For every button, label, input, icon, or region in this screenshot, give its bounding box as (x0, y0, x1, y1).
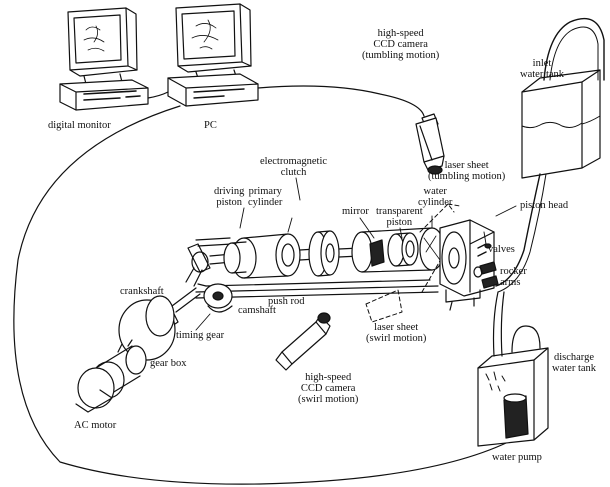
label-water-pump: water pump (492, 452, 542, 463)
label-rocker-arms: rocker arms (500, 266, 527, 288)
label-discharge-line1: discharge (552, 352, 596, 363)
label-transparent-piston: transparent piston (376, 206, 423, 228)
label-laser-sheet-tumbling: laser sheet (tumbling motion) (428, 160, 505, 182)
label-ccd-tumbling-line3: (tumbling motion) (362, 50, 439, 61)
label-discharge-line2: water tank (552, 363, 596, 374)
label-laser-tumbling-line1: laser sheet (428, 160, 505, 171)
label-laser-tumbling-line2: (tumbling motion) (428, 171, 505, 182)
monitor-pc-cable (148, 92, 168, 98)
label-primary-cylinder: primary cylinder (248, 186, 282, 208)
label-timing-gear: timing gear (176, 330, 224, 341)
label-ccd-tumbling-line2: CCD camera (362, 39, 439, 50)
label-push-rod: push rod (268, 296, 304, 307)
label-inlet-line1: inlet (520, 58, 564, 69)
label-clutch-line2: clutch (260, 167, 327, 178)
camshaft-icon (198, 284, 232, 308)
label-mirror: mirror (342, 206, 369, 217)
label-crankshaft: crankshaft (120, 286, 164, 297)
electromagnetic-clutch-icon (309, 231, 339, 276)
label-water-cyl-line2: cylinder (418, 197, 452, 208)
label-ac-motor: AC motor (74, 420, 116, 431)
mirror-icon (370, 240, 384, 266)
laser-sheet-swirl-icon (366, 290, 402, 322)
label-valves: valves (488, 244, 515, 255)
pc-camera-cable (258, 86, 424, 116)
pc-icon (168, 4, 258, 106)
label-piston-head: piston head (520, 200, 568, 211)
label-transparent-line1: transparent (376, 206, 423, 217)
label-laser-swirl-line2: (swirl motion) (366, 333, 426, 344)
label-primary-line2: cylinder (248, 197, 282, 208)
label-laser-swirl-line1: laser sheet (366, 322, 426, 333)
label-driving-line2: piston (214, 197, 244, 208)
digital-monitor-icon (60, 8, 148, 110)
label-ccd-tumbling-line1: high-speed (362, 28, 439, 39)
water-pump-icon (504, 394, 528, 438)
label-primary-line1: primary (248, 186, 282, 197)
label-discharge-water-tank: discharge water tank (552, 352, 596, 374)
label-ccd-swirl-line1: high-speed (298, 372, 358, 383)
label-transparent-line2: piston (376, 217, 423, 228)
label-laser-sheet-swirl: laser sheet (swirl motion) (366, 322, 426, 344)
label-electromagnetic-clutch: electromagnetic clutch (260, 156, 327, 178)
label-ccd-camera-swirl: high-speed CCD camera (swirl motion) (298, 372, 358, 405)
transparent-piston-icon (388, 233, 418, 266)
label-inlet-water-tank: inlet water tank (520, 58, 564, 80)
label-water-cyl-line1: water (418, 186, 452, 197)
label-driving-line1: driving (214, 186, 244, 197)
ac-motor-icon (76, 340, 146, 412)
label-digital-monitor: digital monitor (48, 120, 111, 131)
label-ccd-camera-tumbling: high-speed CCD camera (tumbling motion) (362, 28, 439, 61)
label-ccd-swirl-line3: (swirl motion) (298, 394, 358, 405)
label-pc: PC (204, 120, 217, 131)
label-rocker-line2: arms (500, 277, 527, 288)
label-gear-box: gear box (150, 358, 186, 369)
label-driving-piston: driving piston (214, 186, 244, 208)
label-water-cylinder: water cylinder (418, 186, 452, 208)
ccd-camera-swirl-icon (276, 313, 330, 370)
label-inlet-line2: water tank (520, 69, 564, 80)
label-clutch-line1: electromagnetic (260, 156, 327, 167)
label-rocker-line1: rocker (500, 266, 527, 277)
label-ccd-swirl-line2: CCD camera (298, 383, 358, 394)
